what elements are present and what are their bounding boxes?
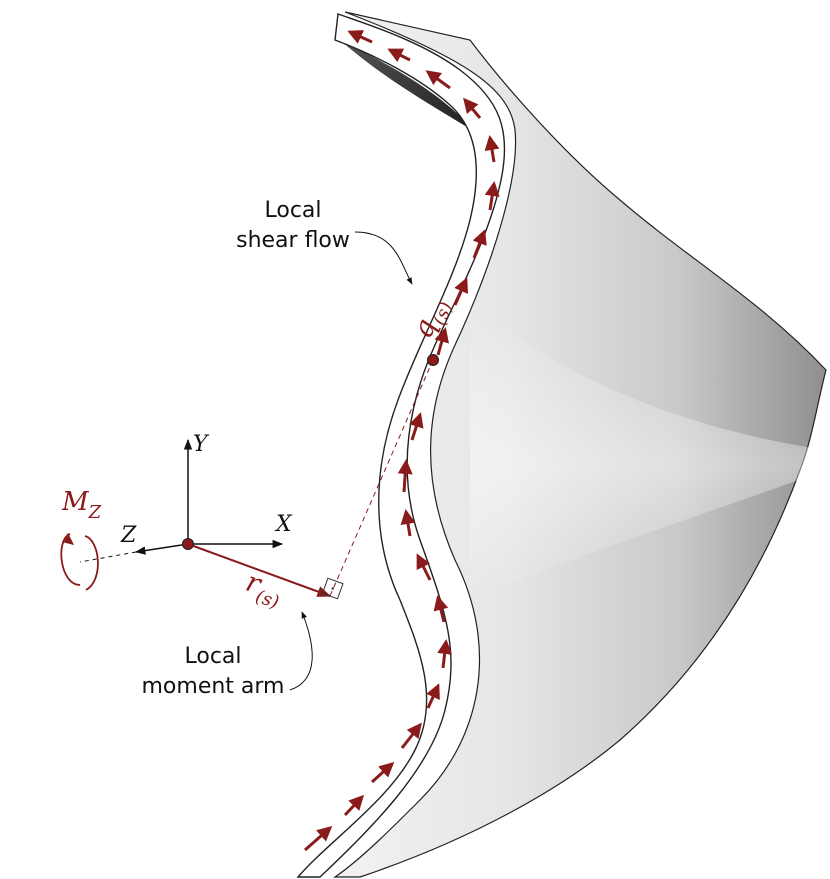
moment-arm-annotation: Local moment arm bbox=[128, 642, 298, 702]
origin-point bbox=[182, 538, 194, 550]
z-axis bbox=[134, 543, 189, 555]
moment-arm-annotation-line2: moment arm bbox=[141, 674, 285, 699]
z-axis-label: Z bbox=[120, 523, 137, 548]
shell-highlight bbox=[470, 300, 826, 600]
moment-arm-annotation-line1: Local bbox=[184, 644, 242, 669]
coordinate-axes bbox=[79, 438, 284, 563]
shear-flow-point bbox=[427, 354, 439, 366]
shell-interior-top bbox=[340, 40, 475, 132]
moment-arrowhead bbox=[62, 533, 74, 545]
shear-flow-annotation-line2: shear flow bbox=[236, 228, 350, 253]
shear-flow-arrows bbox=[304, 30, 500, 852]
svg-text:r(s): r(s) bbox=[240, 565, 287, 613]
cross-section bbox=[296, 13, 506, 878]
y-axis-label: Y bbox=[193, 432, 210, 457]
projection-line bbox=[329, 359, 434, 597]
moment-arm-symbol: r(s) bbox=[240, 565, 287, 613]
shear-flow-leader bbox=[354, 231, 413, 285]
z-axis-extension bbox=[79, 551, 137, 563]
x-axis-label: X bbox=[274, 512, 293, 537]
shear-flow-annotation: Local shear flow bbox=[218, 196, 368, 256]
moment-symbol-main: M bbox=[61, 487, 90, 517]
moment-arm-symbol-sub: (s) bbox=[253, 586, 282, 613]
moment-symbol: MZ bbox=[61, 487, 102, 523]
moment-arm-vector bbox=[187, 543, 332, 597]
right-angle-marker bbox=[321, 577, 344, 600]
moment-symbol-sub: Z bbox=[88, 502, 102, 523]
shear-flow-annotation-line1: Local bbox=[264, 198, 322, 223]
moment-arm-leader bbox=[289, 611, 313, 691]
